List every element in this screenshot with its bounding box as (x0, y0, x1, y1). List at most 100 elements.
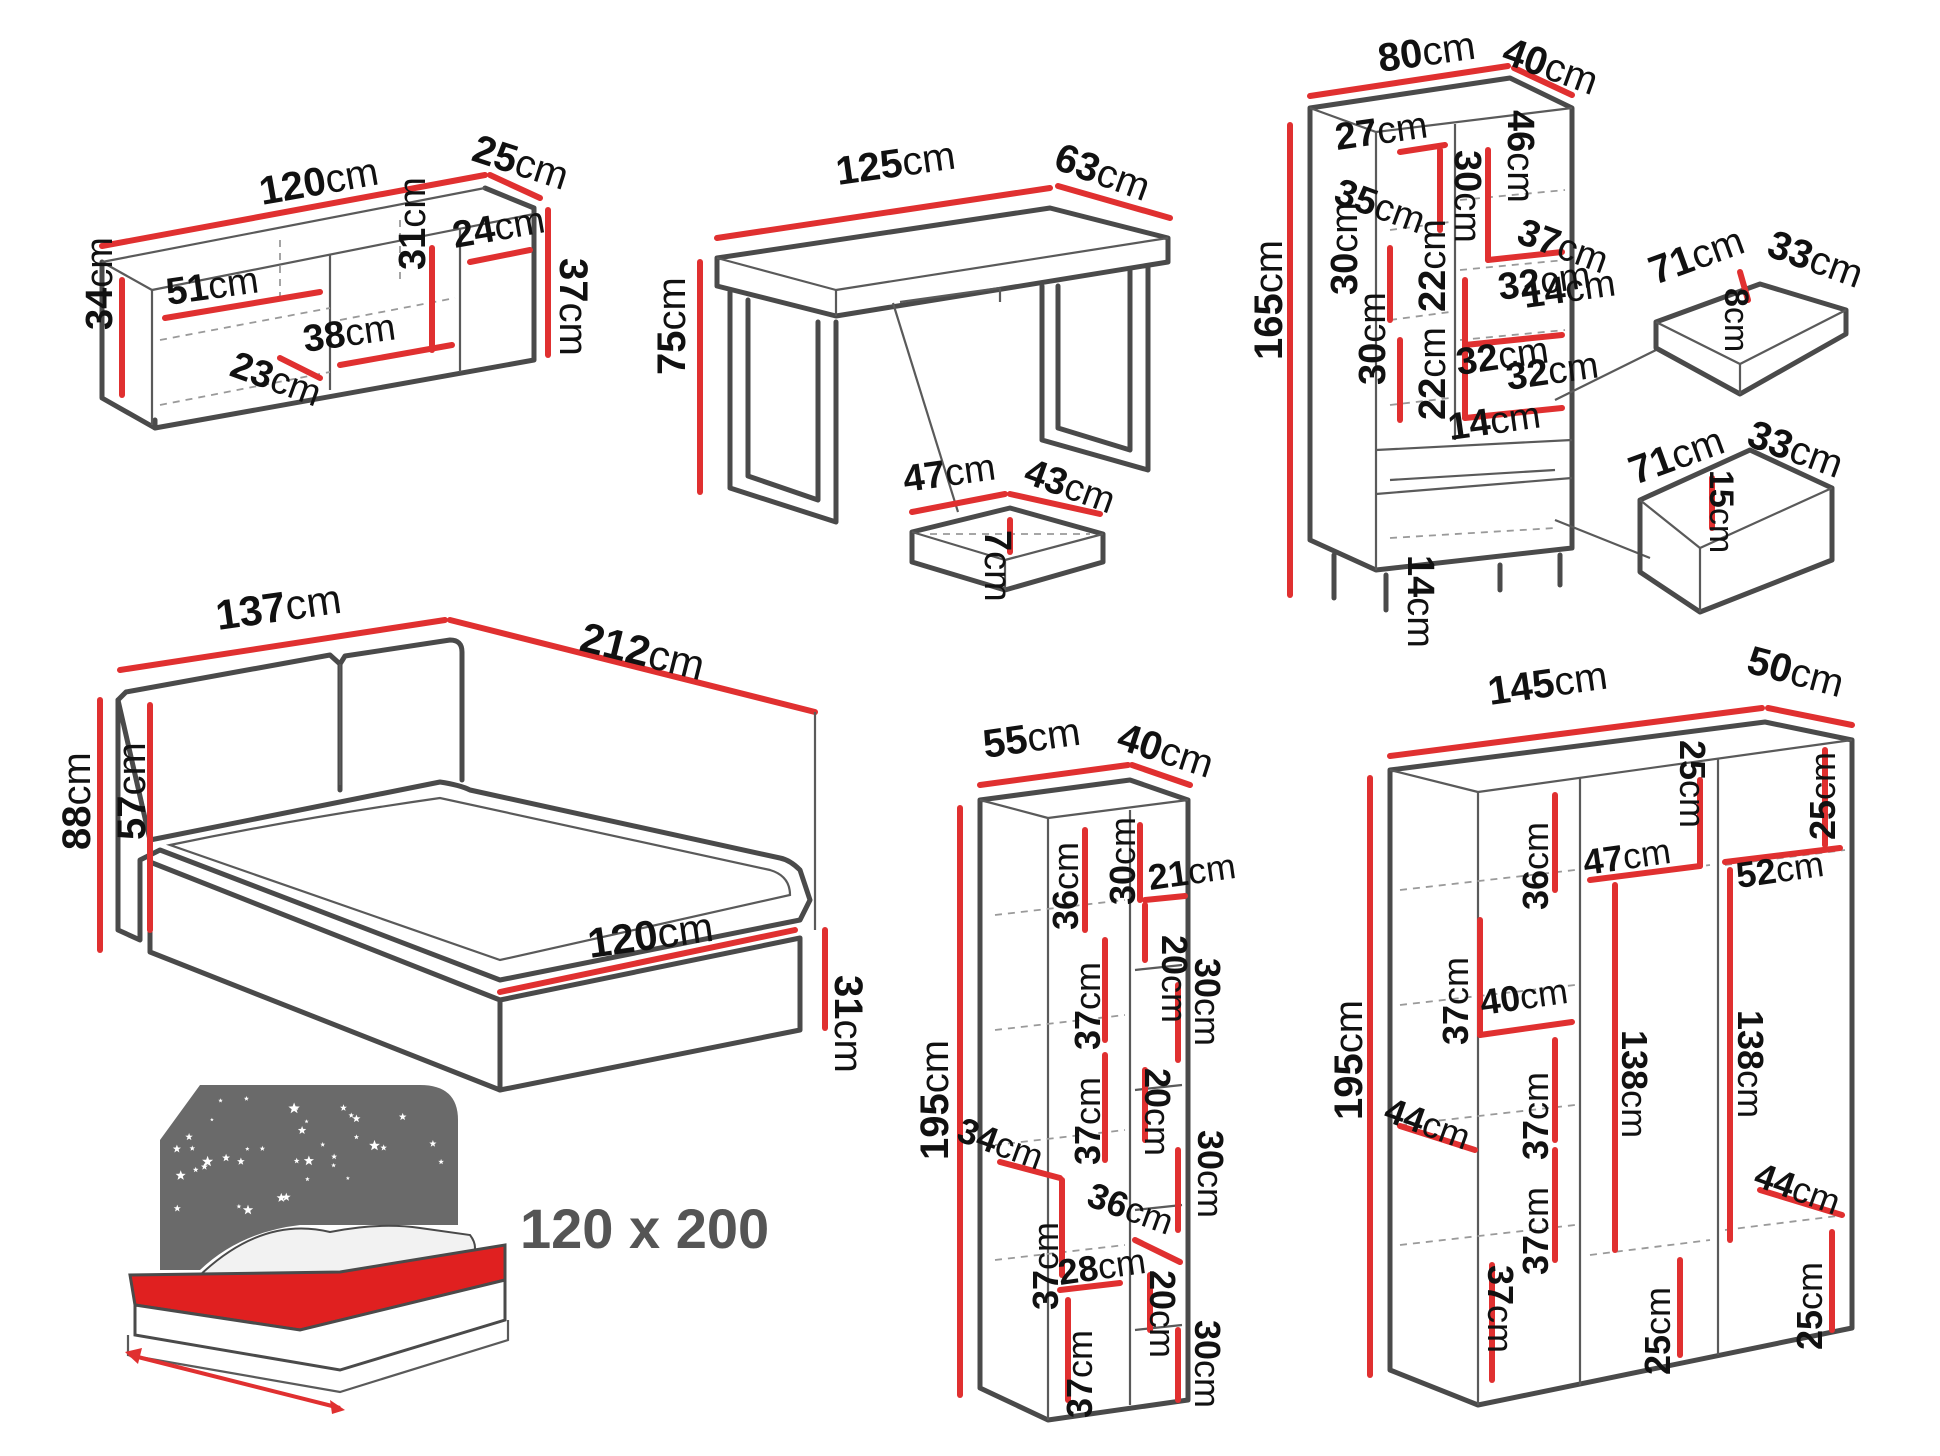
dimension-label: 30cm (1190, 1130, 1231, 1218)
star-icon (281, 1192, 291, 1201)
dimension-value: 138 (1614, 1030, 1655, 1090)
star-icon (369, 1139, 380, 1151)
dimension-unit: cm (1446, 192, 1488, 243)
dimension-label: 37cm (1480, 1265, 1521, 1353)
dimension-value: 27 (1332, 111, 1380, 158)
dimension-label: 120cm (585, 903, 716, 967)
dimension-label: 165cm (1247, 240, 1291, 360)
dimension-unit: cm (1067, 1077, 1108, 1125)
dimension-unit: cm (1480, 1305, 1521, 1353)
dimension-value: 37 (551, 258, 595, 303)
dimension-value: 195 (1327, 1053, 1371, 1120)
dimension-value: 22 (1412, 378, 1454, 420)
dimension-label: 195cm (1327, 1000, 1371, 1120)
night-sky-panel (160, 1085, 458, 1270)
dimension-unit: cm (1773, 843, 1826, 890)
dimension-unit: cm (1786, 650, 1849, 706)
dimension-value: 34 (79, 288, 121, 330)
dimension-label: 46cm (1499, 110, 1541, 203)
dimension-unit: cm (1024, 710, 1083, 761)
dimension-value: 212 (576, 613, 655, 676)
dimension-label: 37cm (1067, 1077, 1108, 1165)
dimension-value: 52 (1733, 850, 1778, 896)
dimension-value: 21 (1145, 852, 1190, 898)
star-icon (189, 1145, 196, 1151)
dimension-unit: cm (1487, 394, 1543, 443)
dimension-value: 51 (163, 266, 211, 313)
dimension-label: 25cm (1672, 740, 1713, 828)
dimension-label: 52cm (1733, 843, 1826, 896)
star-icon (222, 1153, 231, 1162)
dimension-value: 75 (650, 331, 694, 376)
dimension-value: 24 (449, 208, 498, 257)
star-icon (398, 1112, 407, 1121)
dimension-unit: cm (1095, 1240, 1148, 1287)
dimension-value: 120 (585, 911, 661, 967)
dimension-value: 88 (55, 806, 99, 851)
dimension-value: 47 (1580, 837, 1625, 883)
star-icon (172, 1096, 444, 1215)
dimension-label: 138cm (1614, 1030, 1655, 1138)
mattress-size-label: 120 x 200 (520, 1197, 769, 1260)
dimension-value: 20 (1137, 1068, 1178, 1108)
dimension-unit: cm (1374, 104, 1430, 153)
dimension-unit: cm (1419, 24, 1478, 75)
dimension-label: 37cm (1515, 1187, 1556, 1275)
dimension-label: 137cm (213, 575, 344, 639)
dimension-label: 145cm (1485, 654, 1610, 714)
dimension-unit: cm (826, 1020, 870, 1073)
dimension-value: 14 (1445, 401, 1493, 448)
dimension-unit: cm (55, 752, 99, 805)
star-icon (429, 1140, 437, 1147)
dimension-label: 36cm (1515, 822, 1556, 910)
dimension-label: 15cm (1702, 470, 1740, 553)
dimension-unit: cm (205, 259, 261, 308)
dimension-unit: cm (322, 150, 382, 203)
dimension-label: 27cm (1332, 104, 1430, 159)
dimension-unit: cm (1672, 780, 1713, 828)
dimension-unit: cm (1327, 1000, 1371, 1053)
dimension-unit: cm (1399, 597, 1441, 648)
dimension-value: 31 (392, 228, 434, 270)
dimension-label: 43cm (1019, 451, 1121, 522)
wardrobe-dimension-lines (1367, 705, 1855, 1383)
dimension-value: 145 (1485, 661, 1557, 714)
dimension-value: 30 (1102, 865, 1143, 905)
dimension-unit: cm (654, 903, 716, 957)
dimension-unit: cm (1025, 1222, 1066, 1270)
star-icon (218, 1098, 223, 1103)
dimension-value: 30 (1187, 1320, 1228, 1360)
sideboard-drawing (99, 185, 537, 431)
dimension-label: 30cm (1102, 817, 1143, 905)
dimension-label: 24cm (449, 199, 548, 257)
dimension-label: 55cm (980, 710, 1083, 767)
dimension-label: 14cm (1520, 262, 1618, 317)
dimension-unit: cm (1247, 240, 1291, 293)
dimension-label: 30cm (1187, 1320, 1228, 1408)
dimension-label: 21cm (1145, 845, 1238, 898)
dimension-unit: cm (1517, 970, 1570, 1017)
dimension-unit: cm (1730, 1070, 1771, 1118)
dimension-value: 25 (1802, 800, 1843, 840)
dimension-label: 25cm (1789, 1262, 1830, 1350)
dimension-unit: cm (942, 446, 998, 495)
dimension-label: 22cm (1412, 219, 1454, 312)
bookcase-drawing (977, 777, 1191, 1423)
dimension-label: 40cm (1477, 970, 1570, 1023)
dimension-label: 34cm (79, 237, 121, 330)
dimension-unit: cm (1702, 508, 1740, 553)
dimension-unit: cm (913, 1040, 957, 1093)
dimension-label: 32cm (1453, 329, 1551, 384)
dimension-unit: cm (1102, 817, 1143, 865)
dimension-unit: cm (1187, 998, 1228, 1046)
dimension-value: 25 (1637, 1335, 1678, 1375)
dimension-value: 30 (1352, 343, 1394, 385)
dimension-unit: cm (1545, 344, 1601, 393)
dimension-value: 57 (110, 796, 154, 841)
dimension-value: 37 (1059, 1378, 1100, 1418)
dimension-label: 30cm (1446, 150, 1488, 243)
dimension-label: 37cm (1025, 1222, 1066, 1310)
dimension-unit: cm (1352, 292, 1394, 343)
dimension-unit: cm (1515, 1072, 1556, 1120)
dimension-unit: cm (1789, 1262, 1830, 1310)
